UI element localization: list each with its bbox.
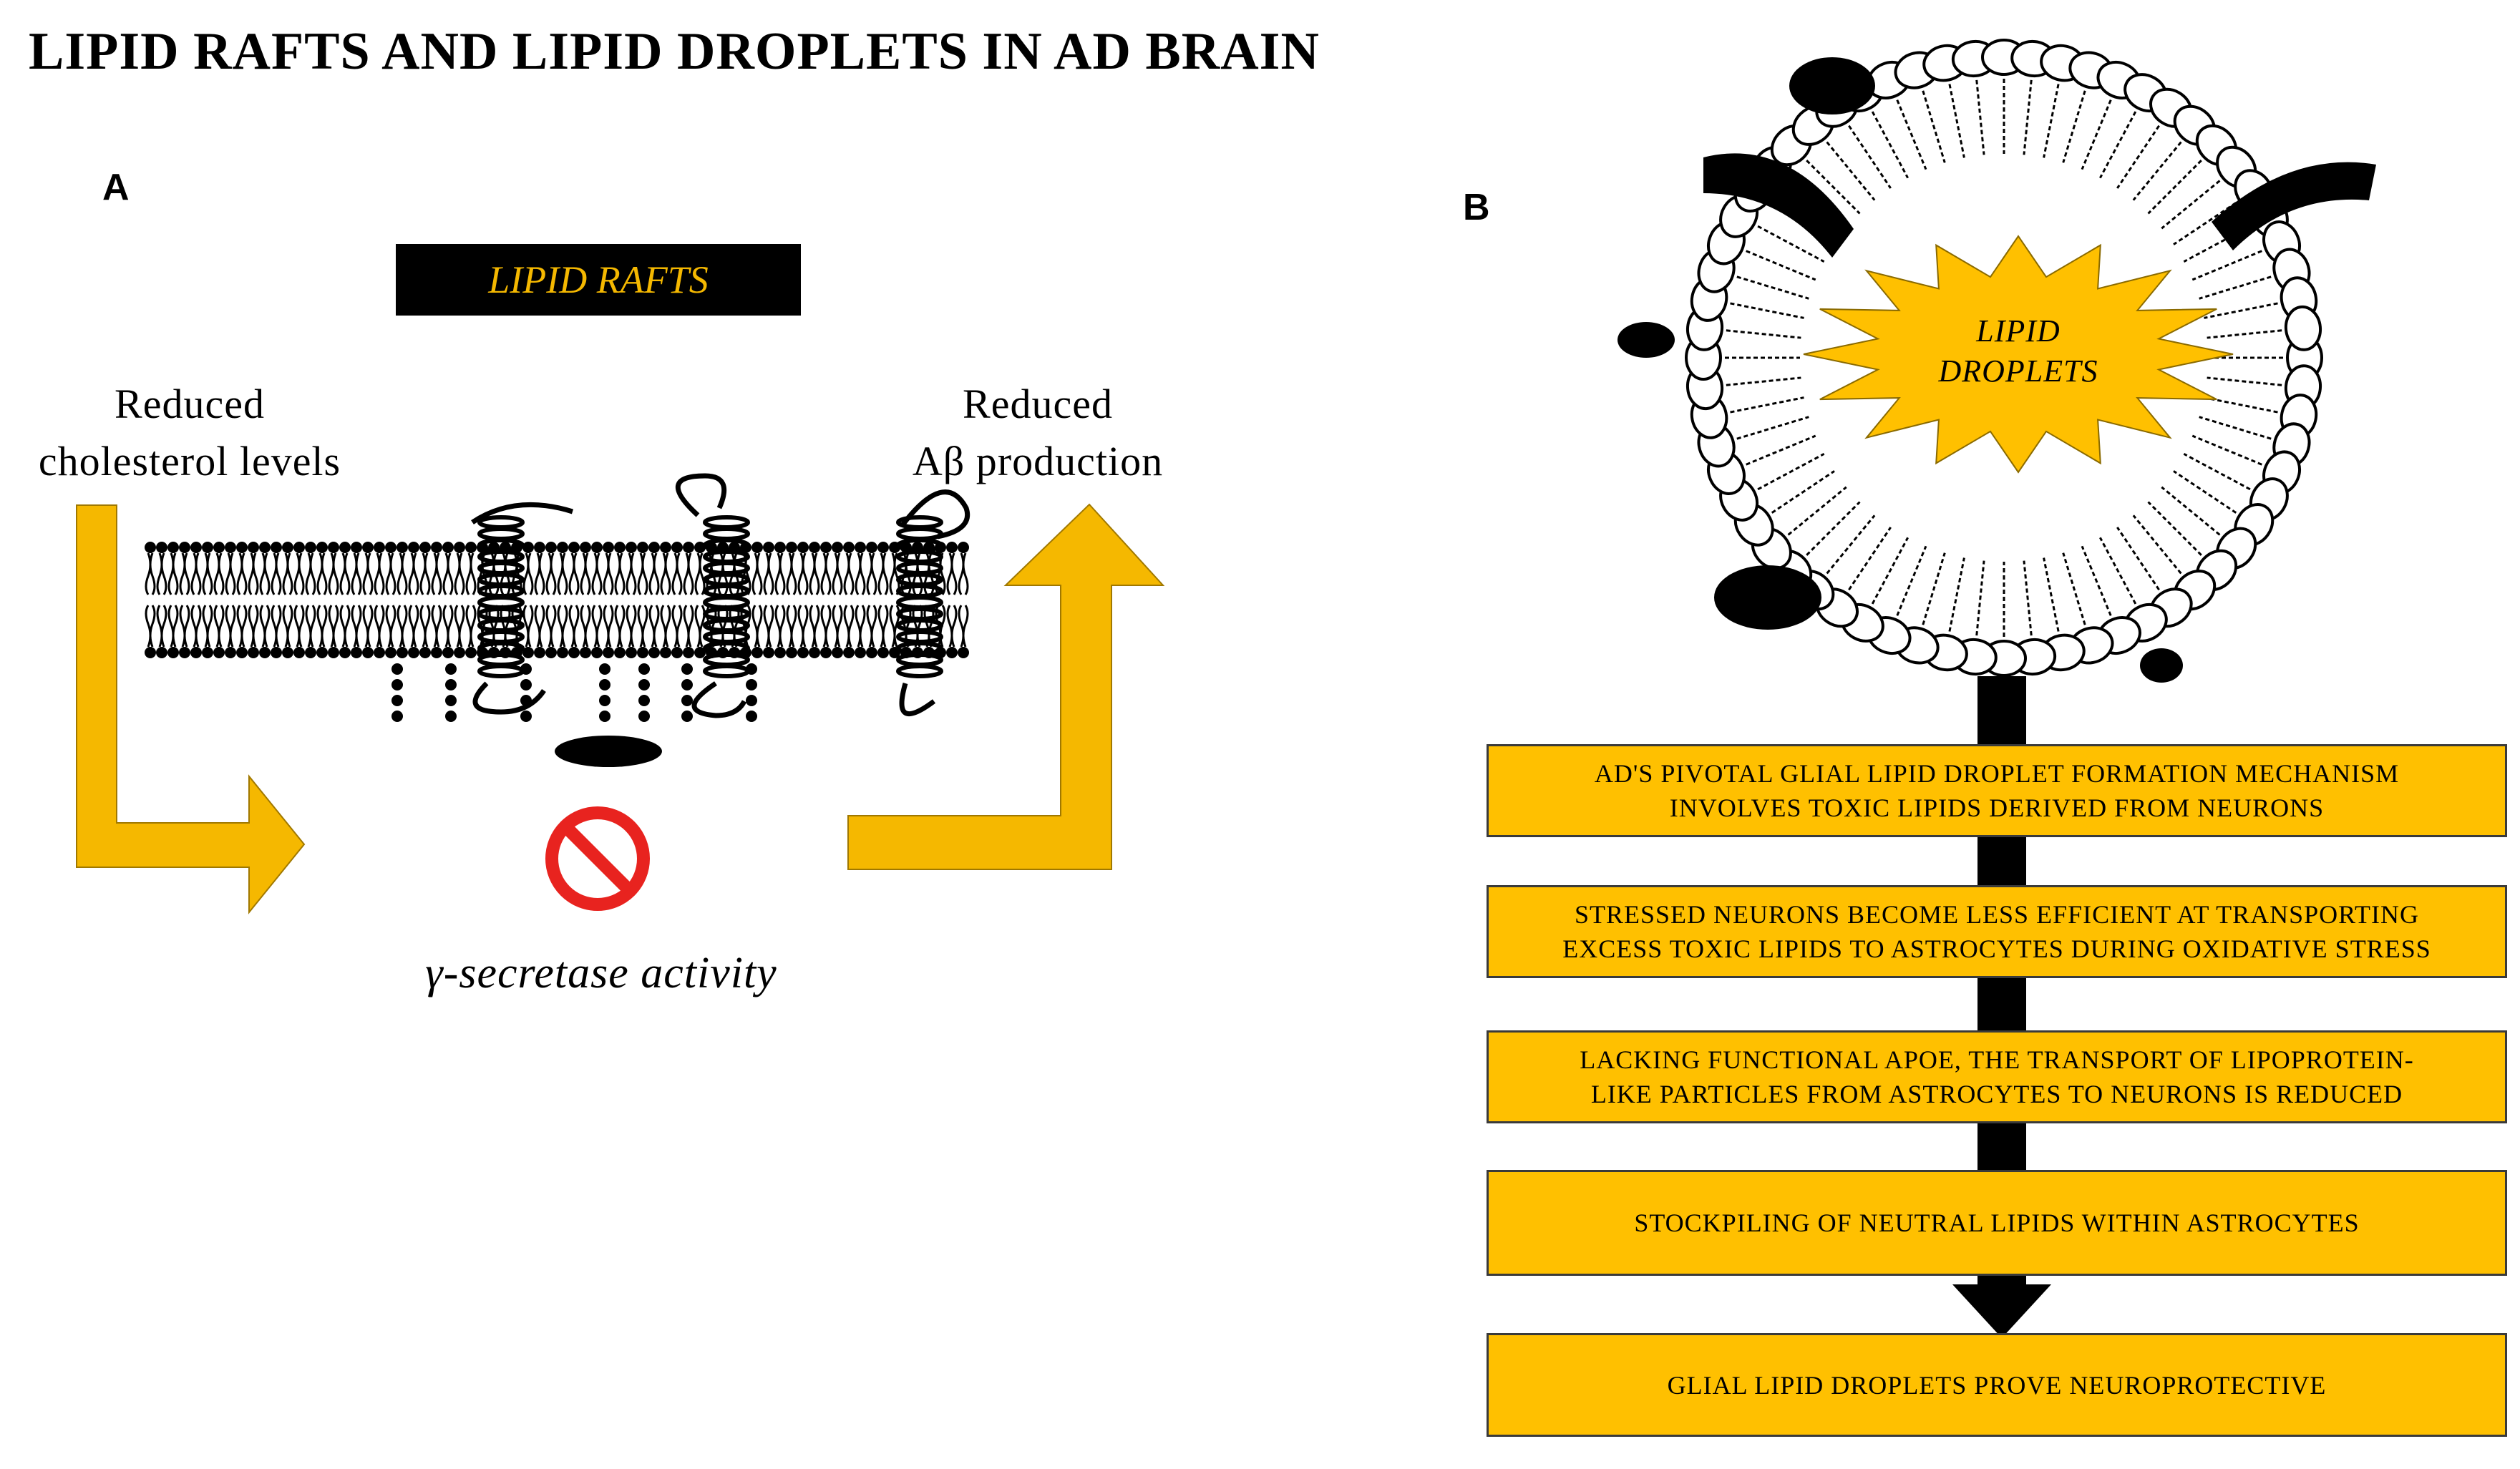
gamma-secretase-text: γ-secretase activity — [425, 949, 777, 997]
panel-label-a: A — [102, 167, 130, 208]
lipid-rafts-label: LIPID RAFTS — [488, 258, 709, 301]
flow-step-1: AD'S PIVOTAL GLIAL LIPID DROPLET FORMATI… — [1487, 744, 2507, 837]
lipid-rafts-header: LIPID RAFTS — [396, 244, 801, 316]
prohibition-icon — [545, 806, 650, 911]
lipid-droplets-label: LIPID DROPLETS — [1938, 313, 2098, 389]
reduced-cholesterol-text: Reduced cholesterol levels — [38, 381, 341, 484]
flow-step-4: STOCKPILING OF NEUTRAL LIPIDS WITHIN AST… — [1487, 1170, 2507, 1276]
flow-step-4-text: STOCKPILING OF NEUTRAL LIPIDS WITHIN AST… — [1634, 1209, 2360, 1237]
flow-step-3: LACKING FUNCTIONAL APOE, THE TRANSPORT O… — [1487, 1030, 2507, 1123]
flow-step-2: STRESSED NEURONS BECOME LESS EFFICIENT A… — [1487, 885, 2507, 978]
figure-title: LIPID RAFTS AND LIPID DROPLETS IN AD BRA… — [29, 22, 1320, 81]
panel-label-b: B — [1463, 187, 1490, 228]
reduced-abeta-text: Reduced Aβ production — [912, 381, 1164, 484]
droplet-core-starburst — [1803, 235, 2234, 474]
flow-step-2-text: STRESSED NEURONS BECOME LESS EFFICIENT A… — [1562, 900, 2431, 963]
lipid-raft-membrane — [145, 473, 970, 767]
lipid-droplet-graphic — [1617, 39, 2376, 683]
flow-step-5-text: GLIAL LIPID DROPLETS PROVE NEUROPROTECTI… — [1667, 1370, 2327, 1400]
arrow-up-right-icon — [847, 503, 1165, 870]
flow-step-1-text: AD'S PIVOTAL GLIAL LIPID DROPLET FORMATI… — [1594, 759, 2400, 822]
flow-step-5: GLIAL LIPID DROPLETS PROVE NEUROPROTECTI… — [1487, 1333, 2507, 1437]
flow-step-3-text: LACKING FUNCTIONAL APOE, THE TRANSPORT O… — [1580, 1045, 2414, 1108]
arrow-down-right-icon — [76, 504, 306, 914]
